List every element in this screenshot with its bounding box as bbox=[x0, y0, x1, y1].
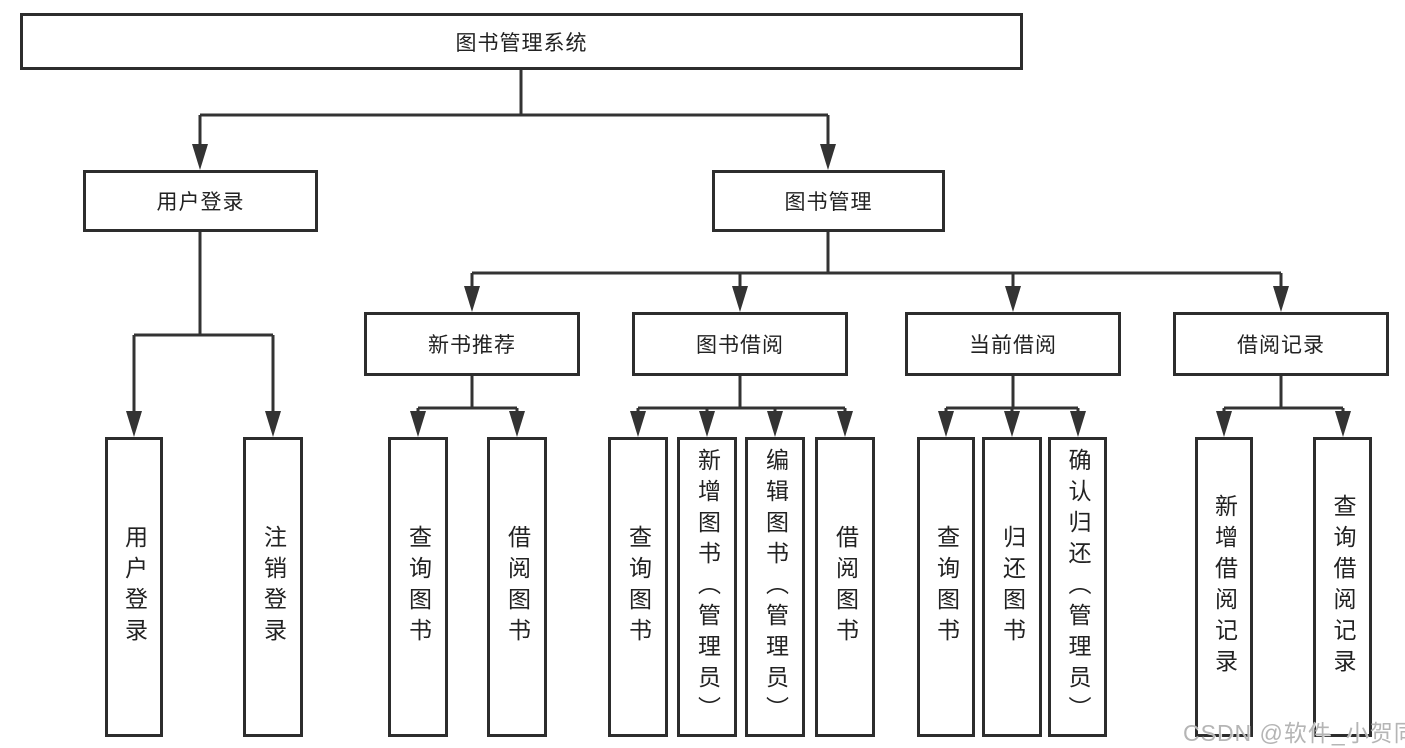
node-user-login: 用户登录 bbox=[83, 170, 318, 232]
arrowhead-icon bbox=[265, 411, 281, 437]
arrowhead-icon bbox=[192, 144, 208, 170]
watermark: CSDN @软件_小贺同学 bbox=[1183, 720, 1405, 746]
arrowhead-icon bbox=[126, 411, 142, 437]
arrowhead-icon bbox=[837, 411, 853, 437]
leaf-query-books-recommend: 查询图书 bbox=[388, 437, 448, 737]
arrowhead-icon bbox=[820, 144, 836, 170]
arrowhead-icon bbox=[1273, 286, 1289, 312]
node-borrow-records: 借阅记录 bbox=[1173, 312, 1389, 376]
connector-book-management bbox=[470, 232, 1283, 288]
leaf-confirm-return-admin: 确认归还（管理员） bbox=[1048, 437, 1107, 737]
connector-new-book-recommend bbox=[416, 376, 519, 413]
leaf-borrow-books-recommend: 借阅图书 bbox=[487, 437, 547, 737]
arrowhead-icon bbox=[509, 411, 525, 437]
node-book-management: 图书管理 bbox=[712, 170, 945, 232]
leaf-logout: 注销登录 bbox=[243, 437, 303, 737]
connector-user-login bbox=[132, 232, 275, 413]
arrowhead-icon bbox=[732, 286, 748, 312]
connector-root bbox=[198, 70, 830, 146]
connector-book-borrow bbox=[636, 376, 847, 413]
leaf-query-books-current: 查询图书 bbox=[917, 437, 975, 737]
leaf-query-borrow-record: 查询借阅记录 bbox=[1313, 437, 1372, 737]
arrowhead-icon bbox=[464, 286, 480, 312]
arrowhead-icon bbox=[1005, 286, 1021, 312]
node-new-book-recommend: 新书推荐 bbox=[364, 312, 580, 376]
arrowhead-icon bbox=[1004, 411, 1020, 437]
leaf-borrow-books-borrow: 借阅图书 bbox=[815, 437, 875, 737]
arrowhead-icon bbox=[410, 411, 426, 437]
arrowhead-icon bbox=[1335, 411, 1351, 437]
arrowhead-icon bbox=[1070, 411, 1086, 437]
arrowhead-icon bbox=[630, 411, 646, 437]
leaf-query-books-borrow: 查询图书 bbox=[608, 437, 668, 737]
leaf-user-login: 用户登录 bbox=[105, 437, 163, 737]
leaf-edit-book-admin: 编辑图书（管理员） bbox=[745, 437, 805, 737]
node-book-borrow: 图书借阅 bbox=[632, 312, 848, 376]
leaf-add-book-admin: 新增图书（管理员） bbox=[677, 437, 737, 737]
node-current-borrow: 当前借阅 bbox=[905, 312, 1121, 376]
arrowhead-icon bbox=[699, 411, 715, 437]
connector-borrow-records bbox=[1222, 376, 1345, 413]
leaf-add-borrow-record: 新增借阅记录 bbox=[1195, 437, 1253, 737]
arrowhead-icon bbox=[1216, 411, 1232, 437]
node-root: 图书管理系统 bbox=[20, 13, 1023, 70]
arrowhead-icon bbox=[938, 411, 954, 437]
connector-current-borrow bbox=[944, 376, 1080, 413]
arrowhead-icon bbox=[767, 411, 783, 437]
leaf-return-book: 归还图书 bbox=[982, 437, 1042, 737]
